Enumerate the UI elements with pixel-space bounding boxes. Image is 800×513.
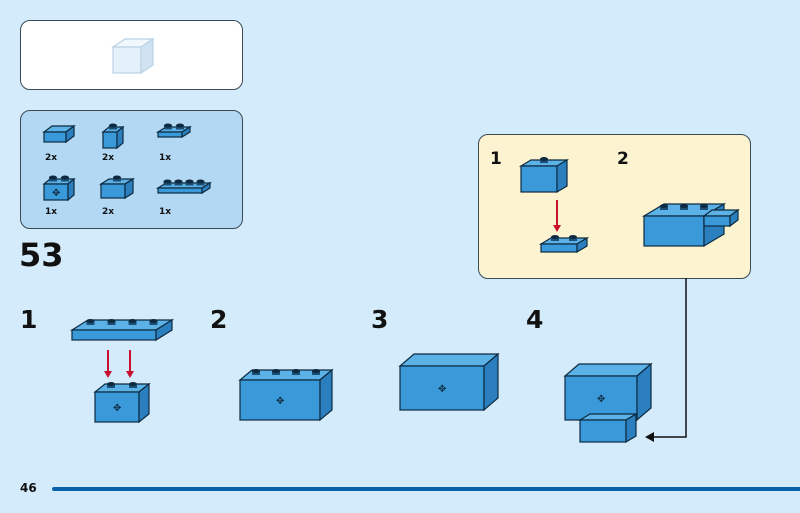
stud-top — [700, 204, 708, 208]
step-number: 53 — [19, 236, 64, 274]
part-plate-1x2 — [155, 123, 193, 139]
stud-top — [272, 369, 280, 373]
model-preview-ghost — [111, 37, 155, 75]
part-qty: 2x — [45, 153, 58, 163]
stud-top — [149, 319, 158, 323]
stud-top — [49, 175, 57, 180]
part-qty: 2x — [102, 153, 115, 163]
stud-top — [109, 123, 117, 128]
part-technic-brick: ✥ — [42, 175, 76, 202]
axle-hole-icon: ✥ — [438, 384, 446, 395]
stud-top — [252, 369, 260, 373]
arrowhead-icon — [126, 371, 134, 378]
substep-number: 2 — [210, 305, 228, 334]
step1-technic-brick: ✥ — [93, 382, 151, 424]
axle-hole-icon: ✥ — [597, 394, 605, 405]
callout-inverted-slope — [518, 157, 570, 194]
part-qty: 1x — [159, 153, 172, 163]
part-qty: 1x — [45, 207, 58, 217]
stud-top — [312, 369, 320, 373]
stud-top — [164, 123, 172, 128]
part-inverted-slope — [98, 175, 136, 200]
stud-top — [129, 382, 137, 386]
step4-bottom — [577, 412, 639, 444]
substep-number: 4 — [526, 305, 544, 334]
arrowhead-icon — [645, 432, 654, 442]
callout-connector-line — [652, 278, 687, 438]
stud-top — [163, 179, 172, 184]
part-slope — [42, 124, 76, 144]
stud-top — [680, 204, 688, 208]
part-brick-1x1 — [101, 123, 125, 150]
step4-assembly: ✥ — [563, 362, 653, 422]
stud-top — [540, 157, 548, 161]
arrowhead-icon — [553, 225, 561, 232]
stud-top — [185, 179, 194, 184]
stud-top — [660, 204, 668, 208]
page-progress-line — [52, 487, 800, 491]
axle-hole-icon: ✥ — [113, 403, 121, 414]
substep-number: 3 — [371, 305, 389, 334]
stud-top — [113, 175, 121, 180]
stud-top — [128, 319, 137, 323]
stud-top — [174, 179, 183, 184]
substep-number: 1 — [20, 305, 38, 334]
stud-top — [551, 235, 559, 239]
stud-top — [86, 319, 95, 323]
stud-top — [61, 175, 69, 180]
part-plate-1x4 — [155, 179, 213, 195]
arrowhead-icon — [104, 371, 112, 378]
step1-plate-1x4 — [69, 318, 175, 342]
part-qty: 1x — [159, 207, 172, 217]
axle-hole-icon: ✥ — [52, 188, 60, 199]
step3-assembly: ✥ — [398, 352, 500, 412]
callout-step-number: 1 — [490, 149, 502, 169]
stud-top — [292, 369, 300, 373]
callout-step-number: 2 — [617, 149, 629, 169]
stud-top — [107, 319, 116, 323]
callout-plate — [538, 235, 590, 254]
axle-hole-icon: ✥ — [276, 396, 284, 407]
stud-top — [176, 123, 184, 128]
stud-top — [107, 382, 115, 386]
page-number: 46 — [20, 481, 37, 495]
step2-assembly: ✥ — [238, 368, 334, 422]
stud-top — [196, 179, 205, 184]
part-qty: 2x — [102, 207, 115, 217]
callout-assembly-slope — [702, 208, 740, 228]
stud-top — [569, 235, 577, 239]
